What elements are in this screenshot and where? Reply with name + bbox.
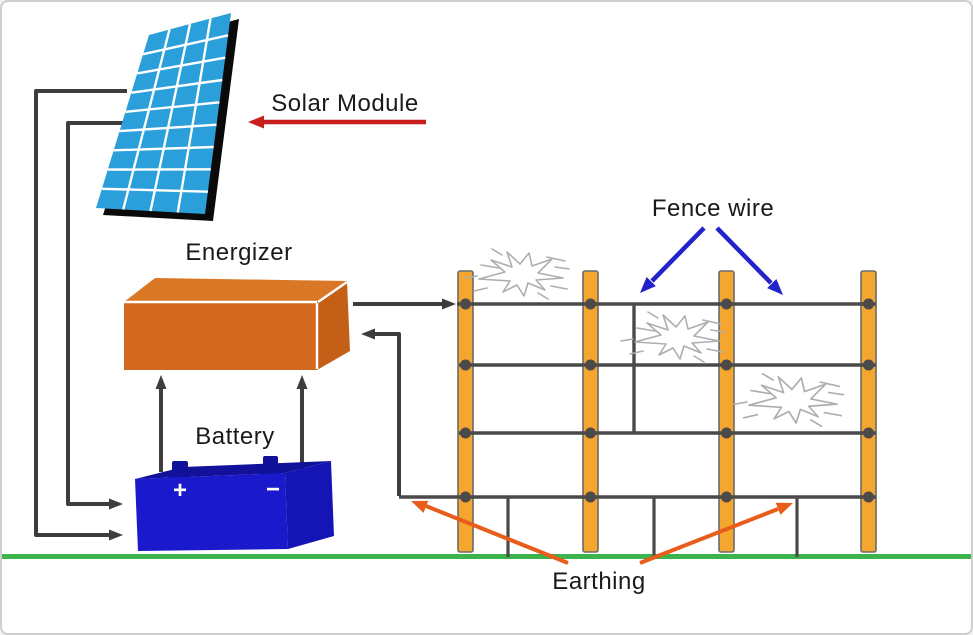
earthing-label: Earthing xyxy=(552,568,646,595)
wire-insulator-dot xyxy=(585,298,596,310)
solar-wire-b-arrowhead xyxy=(109,498,123,510)
wire-insulator-dot xyxy=(863,298,874,310)
wire-insulator-dot xyxy=(721,298,732,310)
earthing-arrow-right-arrowhead xyxy=(775,502,793,515)
fence-wire-arrow-left-arrowhead xyxy=(640,277,656,293)
spark-body xyxy=(634,314,720,360)
energizer-box-side xyxy=(317,281,350,370)
solar-panel-gridline xyxy=(122,29,171,210)
solar-panel-gridline xyxy=(176,18,212,213)
battery-plus-terminal-label: + xyxy=(172,477,188,504)
wire-insulator-dot xyxy=(721,427,732,439)
fence-post xyxy=(457,270,474,553)
wire-insulator-dot xyxy=(721,491,732,503)
wire-insulator-dot xyxy=(460,298,471,310)
energizer-to-fence-wire-arrowhead xyxy=(442,298,456,310)
battery-box xyxy=(135,473,288,551)
fence-to-energizer-return-wire-arrowhead xyxy=(361,328,375,340)
wire-insulator-dot xyxy=(863,359,874,371)
solar-wire-a-arrowhead xyxy=(109,529,123,541)
fence-post xyxy=(718,270,735,553)
fence-to-energizer-return-wire xyxy=(374,332,401,496)
battery-to-energizer-wire-1-arrowhead xyxy=(155,375,167,389)
wire-insulator-dot xyxy=(460,427,471,439)
battery-label: Battery xyxy=(195,423,275,450)
battery-box-side xyxy=(285,461,334,549)
solar-wire-b xyxy=(66,121,124,506)
solar-panel-gridline xyxy=(101,187,208,193)
battery-box-top xyxy=(135,461,331,479)
solar-module-label: Solar Module xyxy=(271,90,419,117)
solar-panel-gridline xyxy=(131,78,223,94)
wire-insulator-dot xyxy=(585,491,596,503)
solar-panel-gridline xyxy=(137,56,226,75)
wire-insulator-dot xyxy=(460,491,471,503)
fence-wire-label: Fence wire xyxy=(651,195,775,222)
solar-module-arrow-arrowhead xyxy=(248,115,264,129)
wire-insulator-dot xyxy=(863,491,874,503)
battery-minus-terminal-label: − xyxy=(265,476,281,503)
spark-icon xyxy=(733,372,845,428)
wire-insulator-dot xyxy=(585,427,596,439)
spark-body xyxy=(748,376,838,424)
earthing-arrow-right xyxy=(639,507,779,565)
energizer-box xyxy=(124,302,317,370)
solar-panel-gridline xyxy=(113,145,214,152)
earthing-arrow-left xyxy=(425,504,569,565)
wire-insulator-dot xyxy=(721,359,732,371)
fence-wire-arrow-right-arrowhead xyxy=(767,279,783,295)
solar-panel-gridline xyxy=(142,34,229,56)
wire-insulator-dot xyxy=(863,427,874,439)
spark-rays xyxy=(733,372,845,428)
spark-rays xyxy=(464,248,570,300)
spark-icon xyxy=(464,248,570,300)
fence-post xyxy=(582,270,599,553)
spark-rays xyxy=(620,311,726,363)
fence-post xyxy=(860,270,877,553)
earthing-arrow-left-arrowhead xyxy=(411,500,429,513)
energizer-label: Energizer xyxy=(185,239,293,266)
solar-panel-gridline xyxy=(149,23,192,212)
fence-wire-arrow-right xyxy=(715,226,773,285)
ground-line xyxy=(2,554,971,559)
energizer-box-top xyxy=(124,278,347,302)
solar-wire-a xyxy=(34,89,127,537)
wire-insulator-dot xyxy=(585,359,596,371)
wire-insulator-dot xyxy=(460,359,471,371)
fence-wire-arrow-left xyxy=(650,226,706,283)
solar-panel-gridline xyxy=(119,123,217,133)
battery-to-energizer-wire-2-arrowhead xyxy=(296,375,308,389)
spark-icon xyxy=(620,311,726,363)
spark-body xyxy=(478,251,564,297)
energizer-edge xyxy=(317,281,348,303)
solar-panel-gridline xyxy=(125,101,220,114)
